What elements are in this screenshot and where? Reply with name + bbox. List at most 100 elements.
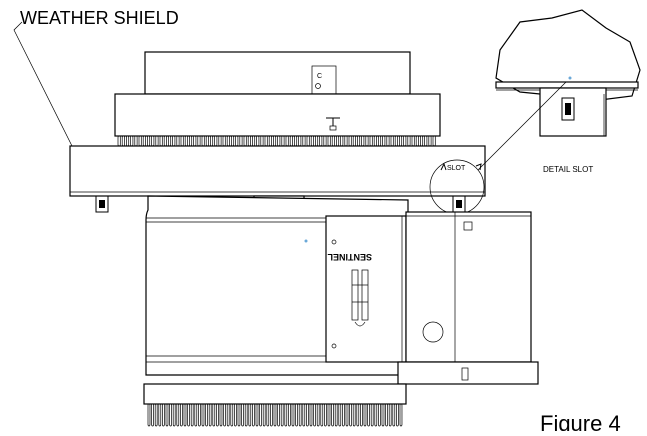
serration-tooth [205, 135, 209, 147]
serration-tooth [344, 135, 348, 147]
serration-tooth [165, 403, 169, 427]
serration-tooth [134, 135, 138, 147]
serration-tooth [172, 135, 176, 147]
serration-tooth [399, 135, 403, 147]
serration-tooth [294, 135, 298, 147]
serration-tooth [147, 135, 151, 147]
serration-tooth [352, 403, 356, 427]
serration-tooth [432, 135, 436, 147]
serration-tooth [378, 135, 382, 147]
serration-tooth [126, 135, 130, 147]
serration-tooth [201, 403, 205, 427]
serration-tooth [319, 135, 323, 147]
serration-tooth [352, 135, 356, 147]
serration-tooth [264, 135, 268, 147]
serration-tooth [373, 135, 377, 147]
serrated-edge-top [117, 135, 436, 147]
serration-tooth [390, 135, 394, 147]
serration-tooth [369, 135, 373, 147]
serration-tooth [385, 403, 388, 427]
front-plate: SENTINEL [325, 215, 407, 363]
serration-tooth [255, 403, 259, 427]
serration-tooth [222, 135, 226, 147]
serration-tooth [340, 135, 344, 147]
serration-tooth [381, 403, 385, 427]
serration-tooth [180, 135, 184, 147]
serration-tooth [277, 135, 281, 147]
serration-tooth [201, 135, 205, 147]
serration-tooth [360, 403, 363, 427]
serration-tooth [415, 135, 419, 147]
serration-tooth [163, 135, 167, 147]
serration-tooth [172, 403, 176, 427]
serration-tooth [247, 135, 251, 147]
serration-tooth [243, 135, 247, 147]
serration-tooth [324, 403, 327, 427]
serration-tooth [193, 135, 197, 147]
serration-tooth [342, 403, 345, 427]
serration-tooth [226, 403, 230, 427]
top-cap: C [144, 51, 411, 104]
serration-tooth [138, 135, 142, 147]
serration-tooth [316, 403, 320, 427]
serration-tooth [210, 135, 214, 147]
serration-tooth [424, 135, 428, 147]
serration-tooth [155, 135, 159, 147]
detail-leader-line [477, 81, 567, 171]
serration-tooth [268, 135, 272, 147]
weather-shield-label: WEATHER SHIELD [20, 8, 179, 28]
serration-tooth [184, 135, 188, 147]
serration-tooth [356, 403, 360, 427]
slot-label: SLOT [447, 165, 466, 172]
serration-tooth [280, 403, 284, 427]
serration-tooth [345, 403, 349, 427]
serration-tooth [363, 403, 367, 427]
figure-caption: Figure 4 [540, 411, 621, 431]
serration-tooth [168, 135, 172, 147]
serration-tooth [348, 135, 352, 147]
serration-tooth [117, 135, 121, 147]
weather-shield-band [69, 145, 486, 197]
serration-tooth [158, 403, 162, 427]
serration-tooth [365, 135, 369, 147]
serration-tooth [252, 403, 255, 427]
serration-tooth [259, 403, 262, 427]
serration-tooth [214, 135, 218, 147]
serration-tooth [285, 135, 289, 147]
serration-tooth [180, 403, 183, 427]
serration-tooth [231, 135, 235, 147]
serrated-edge-bottom [147, 403, 403, 427]
serration-tooth [223, 403, 226, 427]
serration-tooth [388, 403, 392, 427]
serration-tooth [327, 403, 331, 427]
serration-tooth [302, 403, 306, 427]
serration-tooth [420, 135, 424, 147]
serration-tooth [262, 403, 266, 427]
serration-tooth [367, 403, 370, 427]
serration-tooth [159, 135, 163, 147]
cap-letter: C [317, 73, 322, 80]
brand-label: SENTINEL [327, 252, 372, 262]
serration-tooth [399, 403, 403, 427]
serration-tooth [291, 403, 295, 427]
serration-tooth [288, 403, 291, 427]
serration-tooth [235, 135, 239, 147]
serration-tooth [252, 135, 256, 147]
serration-tooth [374, 403, 378, 427]
serration-tooth [378, 403, 381, 427]
serration-tooth [281, 135, 285, 147]
serration-tooth [244, 403, 248, 427]
serration-tooth [151, 135, 155, 147]
serration-tooth [392, 403, 396, 427]
serration-tooth [310, 135, 314, 147]
serration-tooth [334, 403, 338, 427]
serration-tooth [320, 403, 324, 427]
serration-tooth [289, 135, 293, 147]
serration-tooth [260, 135, 264, 147]
serration-tooth [239, 135, 243, 147]
serration-tooth [226, 135, 230, 147]
upper-collar [114, 93, 441, 137]
serration-tooth [396, 403, 399, 427]
